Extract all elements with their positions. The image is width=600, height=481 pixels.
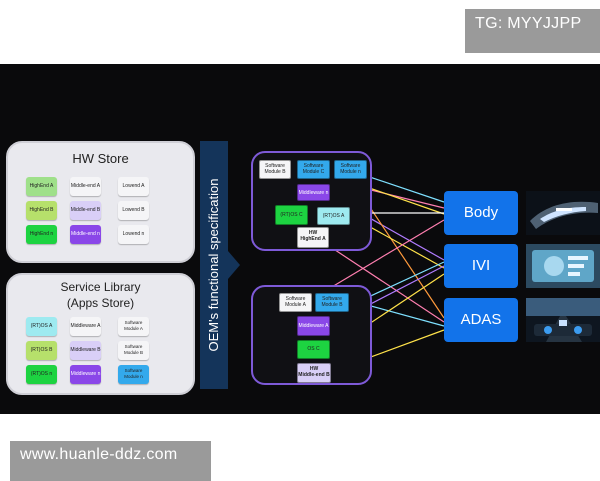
hw-variant: Middle-end B xyxy=(298,372,330,378)
service-chip: Middleware B xyxy=(70,341,101,360)
service-chip: (RT)OS A xyxy=(26,317,57,336)
service-library-subtitle: (Apps Store) xyxy=(66,296,135,310)
watermark-top-right: TG: MYYJJPP xyxy=(465,9,600,53)
ecu-bottom: Software Module A Software Module B Midd… xyxy=(251,285,372,385)
watermark-bottom-left: www.huanle-ddz.com xyxy=(10,441,211,481)
hw-chip: HighEnd A xyxy=(26,177,57,196)
software-module-b: Software Module B xyxy=(259,160,291,179)
service-library-panel: Service Library (Apps Store) (RT)OS A Mi… xyxy=(6,273,195,395)
software-module-c: Software Module C xyxy=(297,160,330,179)
domain-ivi: IVI xyxy=(444,244,518,288)
driver-assist-road-icon xyxy=(526,298,600,342)
hw-variant: HighEnd A xyxy=(300,236,326,242)
service-chip: Middleware n xyxy=(70,365,101,384)
service-chip: Software Module n xyxy=(118,365,149,384)
hw-chip: Lowend A xyxy=(118,177,149,196)
hw-chip: Middle-end n xyxy=(70,225,101,244)
middleware-a: Middleware A xyxy=(297,316,330,336)
car-headlight-icon xyxy=(526,191,600,235)
service-chip: Software Module B xyxy=(118,341,149,360)
hw-chip: HighEnd B xyxy=(26,201,57,220)
service-chip: (RT)OS B xyxy=(26,341,57,360)
hw-store-panel: HW Store HighEnd A Middle-end A Lowend A… xyxy=(6,141,195,263)
hw-highend-a: HW HighEnd A xyxy=(297,227,329,248)
rtos-c: (RT)OS C xyxy=(275,205,308,225)
hw-chip: HighEnd n xyxy=(26,225,57,244)
service-chip: Software Module A xyxy=(118,317,149,336)
oem-spec-label: OEM's functional specification xyxy=(206,178,221,352)
software-module-a: Software Module A xyxy=(279,293,312,312)
ecu-top: Software Module B Software Module C Soft… xyxy=(251,151,372,251)
hw-chip: Lowend B xyxy=(118,201,149,220)
middleware-n: Middleware n xyxy=(297,184,330,201)
hw-label: HW xyxy=(308,230,318,236)
domain-body: Body xyxy=(444,191,518,235)
domain-adas: ADAS xyxy=(444,298,518,342)
right-arrow-icon xyxy=(228,251,240,279)
hw-middle-end-b: HW Middle-end B xyxy=(297,363,331,383)
hw-label: HW xyxy=(309,366,319,372)
rtos-a: (RT)OS A xyxy=(317,207,350,225)
hw-chip: Middle-end A xyxy=(70,177,101,196)
service-chip: Middleware A xyxy=(70,317,101,336)
hw-chip: Middle-end B xyxy=(70,201,101,220)
service-chip: (RT)OS n xyxy=(26,365,57,384)
oem-spec-bar: OEM's functional specification xyxy=(200,141,228,389)
service-library-title: Service Library xyxy=(60,280,141,294)
software-module-n: Software Module n xyxy=(334,160,367,179)
hw-store-title: HW Store xyxy=(72,151,129,166)
software-module-b: Software Module B xyxy=(315,293,349,312)
hw-chip: Lowend n xyxy=(118,225,149,244)
os-c: OS C xyxy=(297,340,330,359)
infotainment-display-icon xyxy=(526,244,600,288)
